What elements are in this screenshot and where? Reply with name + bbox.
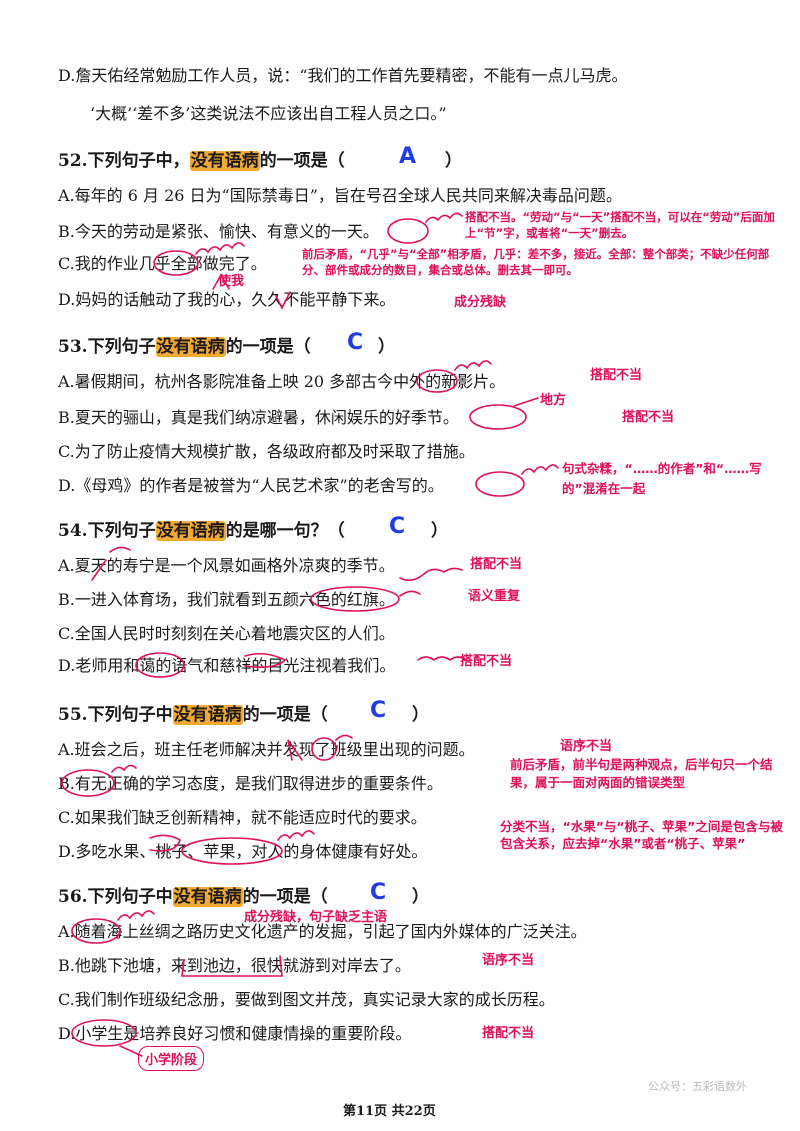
q53-option-d: D.《母鸡》的作者是被誉为“人民艺术家”的老舍写的。 — [58, 476, 444, 495]
q56-option-c: C.我们制作班级纪念册，要做到图文并茂，真实记录大家的成长历程。 — [58, 990, 555, 1009]
q56-option-d: D.小学生是培养良好习惯和健康情操的重要阶段。 — [58, 1024, 412, 1043]
squiggle-mark — [454, 360, 492, 371]
q54-note-d: 搭配不当 — [460, 654, 513, 669]
q56-note-d: 搭配不当 — [482, 1026, 535, 1041]
q53-note-d: 句式杂糅，“……的作者”和“……写的”混淆在一起 — [562, 461, 762, 496]
question-55-close: ） — [412, 705, 429, 725]
q54-option-d: D.老师用和蔼的语气和慈祥的目光注视着我们。 — [58, 656, 396, 675]
q52-insert-c: 使我 — [218, 274, 245, 289]
squiggle-mark — [521, 464, 559, 475]
q52-note-d: 成分残缺 — [454, 295, 507, 310]
highlight-no-error: 没有语病 — [155, 337, 226, 357]
q53-insert-b: 地方 — [540, 393, 567, 408]
q56-box-d: 小学阶段 — [138, 1046, 205, 1071]
q52-note-c: 前后矛盾，“几乎”与“全部”相矛盾，几乎：差不多，接近。全部：整个部类；不缺少任… — [302, 247, 770, 277]
squiggle-mark — [111, 764, 137, 773]
answer-54: C — [389, 514, 406, 539]
q56-option-b: B.他跳下池塘，来到池边，很快就游到对岸去了。 — [58, 956, 411, 975]
q54-option-b: B.一进入体育场，我们就看到五颜六色的红旗。 — [58, 590, 395, 609]
question-54-close: ） — [431, 521, 448, 541]
q54-note-b: 语义重复 — [468, 589, 521, 604]
question-53-title: 53.下列句子没有语病的一项是（ — [58, 337, 311, 357]
q55-note-a: 语序不当 — [560, 739, 613, 754]
q53-note-b: 搭配不当 — [622, 410, 675, 425]
q55-note-b: 前后矛盾，前半句是两种观点，后半句只一个结果，属于一面对两面的错误类型 — [510, 757, 773, 790]
q55-note-d: 分类不当，“水果”与“桃子、苹果”之间是包含与被包含关系，应去掉“水果”或者“桃… — [500, 819, 783, 851]
answer-52: A — [399, 144, 417, 169]
q56-option-a: A.随着海上丝绸之路历史文化遗产的发掘，引起了国内外媒体的广泛关注。 — [58, 922, 587, 941]
question-52-title: 52.下列句子中，没有语病的一项是（ — [58, 151, 345, 171]
q56-note-a: 成分残缺，句子缺乏主语 — [244, 910, 388, 925]
answer-53: C — [347, 330, 364, 355]
squiggle-mark — [399, 590, 421, 597]
q54-option-a: A.夏天的寿宁是一个风景如画格外凉爽的季节。 — [58, 556, 395, 575]
answer-55: C — [370, 698, 387, 723]
watermark: 公众号：五彩语数外 — [648, 1080, 747, 1093]
q52-option-d: D.妈妈的话触动了我的心，久久不能平静下来。 — [58, 290, 396, 309]
q52-note-b: 搭配不当。“劳动”与“一天”搭配不当，可以在“劳动”后面加上“节”字，或者将“一… — [465, 210, 775, 240]
q52-option-b: B.今天的劳动是紧张、愉快、有意义的一天。 — [58, 222, 379, 241]
circle-mark — [469, 404, 527, 430]
option-d-line2: ‘大概’‘差不多’这类说法不应该出自工程人员之口。” — [90, 104, 447, 123]
q56-note-b: 语序不当 — [482, 953, 535, 968]
option-d-line1: D.詹天佑经常勉励工作人员，说：“我们的工作首先要精密，不能有一点儿马虎。 — [58, 66, 628, 85]
circle-mark — [387, 218, 429, 244]
question-54-title: 54.下列句子没有语病的是哪一句？（ — [58, 521, 345, 541]
squiggle-mark — [399, 567, 463, 582]
arrow-mark — [513, 397, 539, 407]
question-55-title: 55.下列句子中没有语病的一项是（ — [58, 705, 328, 725]
answer-56: C — [370, 880, 387, 905]
squiggle-mark — [417, 656, 467, 661]
squiggle-mark — [425, 212, 463, 223]
q53-option-b: B.夏天的骊山，真是我们纳凉避暑，休闲娱乐的好季节。 — [58, 408, 459, 427]
question-53-close: ） — [378, 337, 395, 357]
question-52-close: ） — [445, 151, 462, 171]
q53-option-c: C.为了防止疫情大规模扩散，各级政府都及时采取了措施。 — [58, 442, 475, 461]
question-56-title: 56.下列句子中没有语病的一项是（ — [58, 887, 328, 907]
circle-mark — [475, 471, 525, 497]
question-56-close: ） — [412, 887, 429, 907]
q54-option-c: C.全国人民时时刻刻在关心着地震灾区的人们。 — [58, 624, 395, 643]
squiggle-mark — [117, 910, 155, 921]
q52-option-a: A.每年的 6 月 26 日为“国际禁毒日”，旨在号召全球人民共同来解决毒品问题… — [58, 186, 622, 205]
q55-option-d: D.多吃水果、桃子、苹果，对人的身体健康有好处。 — [58, 842, 428, 861]
highlight-no-error: 没有语病 — [189, 151, 260, 171]
squiggle-mark — [195, 242, 245, 255]
highlight-no-error: 没有语病 — [155, 521, 226, 541]
q55-option-b: B.有无正确的学习态度，是我们取得进步的重要条件。 — [58, 774, 443, 793]
bracket-mark — [109, 546, 131, 553]
squiggle-mark — [277, 830, 315, 841]
q53-option-a: A.暑假期间，杭州各影院准备上映 20 多部古今中外的新影片。 — [58, 372, 506, 391]
highlight-no-error: 没有语病 — [172, 887, 243, 907]
highlight-no-error: 没有语病 — [172, 705, 243, 725]
page-number: 第11页 共22页 — [343, 1104, 436, 1119]
q55-option-c: C.如果我们缺乏创新精神，就不能适应时代的要求。 — [58, 808, 427, 827]
q54-note-a: 搭配不当 — [470, 557, 523, 572]
q55-option-a: A.班会之后，班主任老师解决并发现了班级里出现的问题。 — [58, 740, 475, 759]
q53-note-a: 搭配不当 — [590, 368, 643, 383]
